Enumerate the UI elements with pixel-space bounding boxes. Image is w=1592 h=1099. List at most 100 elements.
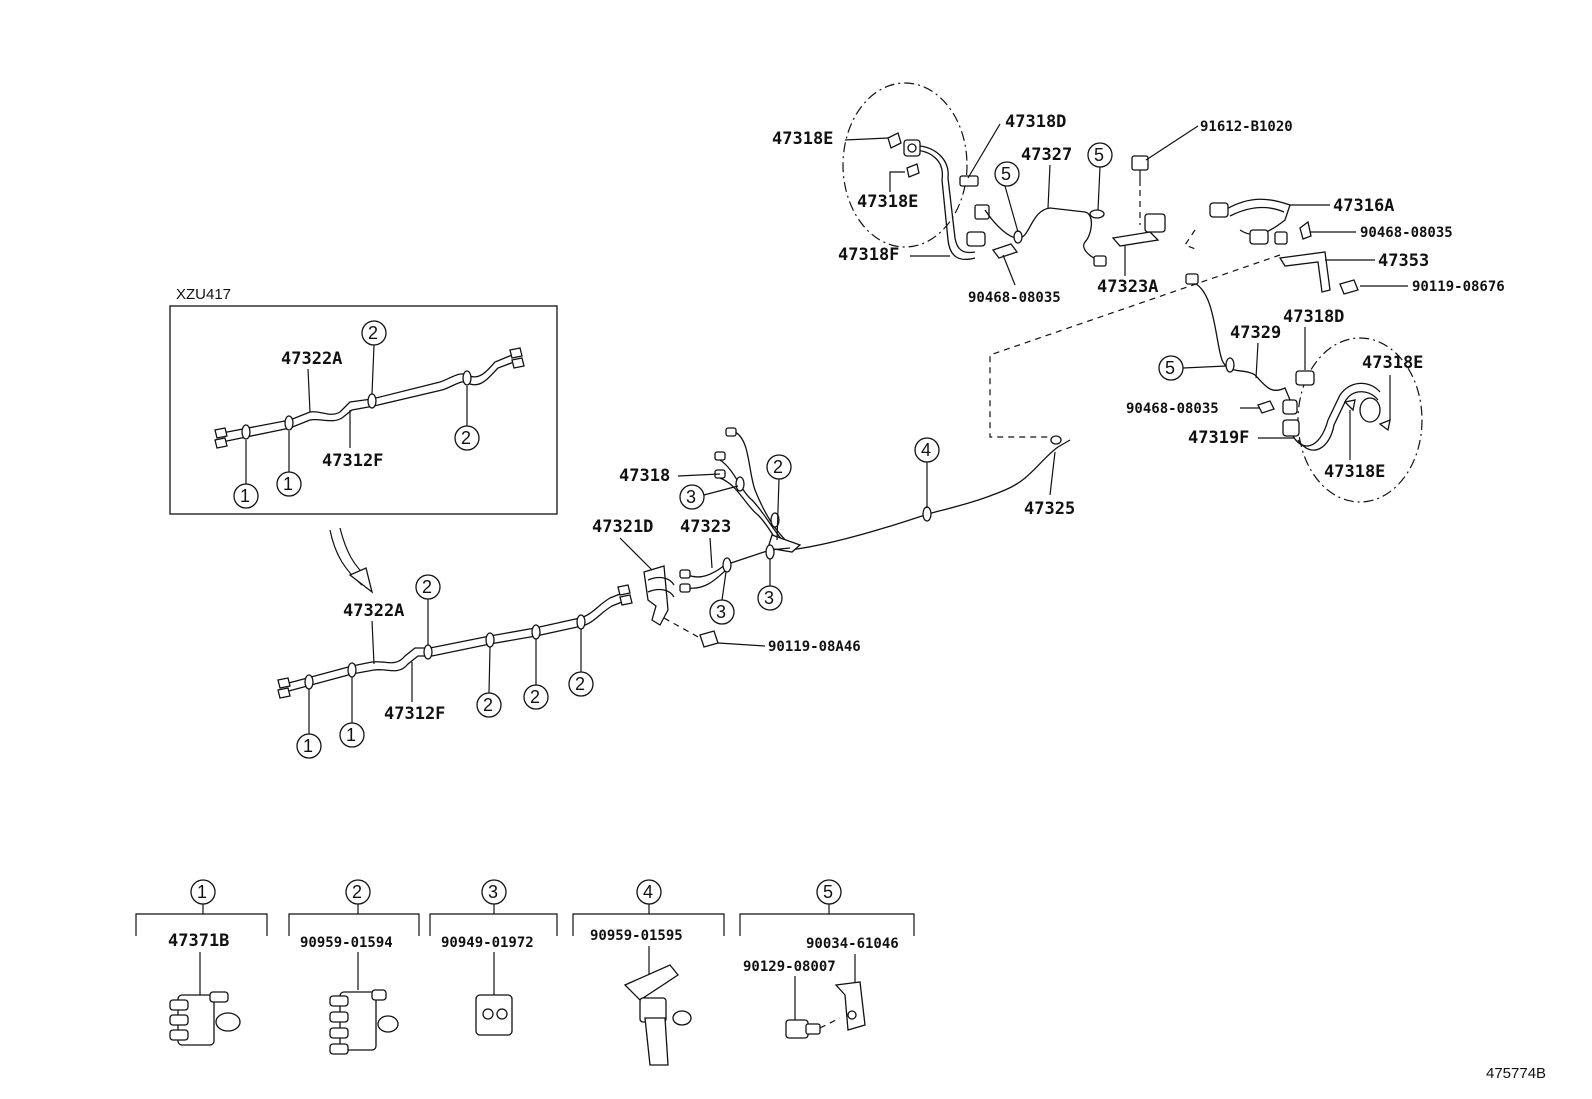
callout-2: 2: [483, 695, 493, 715]
inset-frame: [169, 305, 558, 515]
clip-90034-61046-icon: [834, 981, 866, 1031]
clamp-90959-01595-icon: [623, 964, 692, 1066]
label-47323A: 47323A: [1097, 277, 1158, 297]
label-47323: 47323: [680, 517, 731, 537]
legend-item-3: 3 90949-01972: [429, 879, 558, 1036]
label-47318E: 47318E: [1362, 353, 1423, 373]
junction-bracket: [767, 534, 802, 553]
label-47322A: 47322A: [281, 349, 342, 369]
legend-part-90949-01972: 90949-01972: [441, 935, 534, 951]
callout-1: 1: [303, 736, 313, 756]
bleeder-bolt-icon: [959, 175, 979, 187]
legend-part-90959-01595: 90959-01595: [590, 928, 683, 944]
clamp-90949-01972-icon: [475, 994, 513, 1036]
callout-5: 5: [1094, 145, 1104, 165]
label-47318: 47318: [619, 466, 670, 486]
bolt-90119-icon: [699, 630, 719, 648]
union-fitting: [1144, 213, 1166, 233]
detail-outline-left: [842, 82, 968, 248]
legend-part-90129-08007: 90129-08007: [743, 959, 836, 975]
legend-number-3: 3: [488, 882, 498, 902]
legend-item-2: 2 90959-01594: [288, 879, 420, 1055]
legend-number-5: 5: [823, 882, 833, 902]
pipe-47327-group: 47327 5 5: [984, 142, 1113, 267]
legend-part-90959-01594: 90959-01594: [300, 935, 393, 951]
hose-end-fitting: [966, 231, 986, 247]
legend-item-1: 1 47371B: [135, 879, 268, 1046]
label-47318F: 47318F: [838, 245, 899, 265]
brake-pipe-47325: [789, 439, 1071, 551]
label-47318D: 47318D: [1005, 112, 1066, 132]
legend-item-4: 4 90959-01595: [572, 879, 725, 1066]
label-47312F: 47312F: [322, 451, 383, 471]
label-47318E: 47318E: [772, 129, 833, 149]
callout-2: 2: [461, 428, 471, 448]
label-47325: 47325: [1024, 499, 1075, 519]
brake-pipe-47327: [984, 207, 1101, 261]
hose-47318F: [911, 149, 976, 261]
callout-2: 2: [422, 577, 432, 597]
label-47321D: 47321D: [592, 517, 653, 537]
clip-icon: [991, 243, 1019, 259]
callout-5: 5: [1165, 358, 1175, 378]
bracket-47323A: [1111, 231, 1160, 247]
clamp-90959-01594-icon: [329, 989, 399, 1055]
bolt-90119-icon: [1339, 279, 1359, 295]
bracket-47353: [1278, 251, 1331, 293]
legend-item-5: 5 90034-61046 90129-08007: [739, 879, 915, 1039]
callout-2: 2: [575, 674, 585, 694]
rear-hose-group: 47316A 90468-08035 47353 90119-08676 473…: [1126, 196, 1505, 503]
callout-3: 3: [716, 602, 726, 622]
bolt-90129-08007-icon: [785, 1019, 821, 1039]
bolt-91612-icon: [1131, 155, 1149, 171]
label-47319F: 47319F: [1188, 428, 1249, 448]
label-47312F: 47312F: [384, 704, 445, 724]
label-47322A: 47322A: [343, 601, 404, 621]
callout-2: 2: [368, 323, 378, 343]
bleeder-bolt-icon: [1295, 370, 1315, 386]
label-47318E: 47318E: [857, 192, 918, 212]
callout-1: 1: [240, 486, 250, 506]
hose-47316A: [1224, 198, 1291, 236]
label-47318E: 47318E: [1324, 462, 1385, 482]
clamp-47371B-icon: [169, 991, 241, 1046]
legend-number-4: 4: [643, 882, 653, 902]
label-90119-08A46: 90119-08A46: [768, 639, 861, 655]
label-47353: 47353: [1378, 251, 1429, 271]
inset-xzu417: XZU417 2 2 1 1 47322A 47312F: [169, 286, 558, 515]
legend-part-90034-61046: 90034-61046: [806, 936, 899, 952]
label-91612-B1020: 91612-B1020: [1200, 119, 1293, 135]
label-47318D: 47318D: [1283, 307, 1344, 327]
diagram-reference: 475774B: [1486, 1065, 1546, 1082]
legend-number-1: 1: [197, 882, 207, 902]
label-47329: 47329: [1230, 323, 1281, 343]
variant-label: XZU417: [176, 286, 231, 303]
brake-pipe-47323: [687, 547, 791, 578]
junction-group: 47318 3 2 47321D 47323 3 3 90119-08A46: [592, 427, 861, 655]
label-47316A: 47316A: [1333, 196, 1394, 216]
front-left-hose-group: 47318E 47318D 47318E 47318F 90468-08035: [772, 82, 1066, 306]
legend-number-2: 2: [352, 882, 362, 902]
label-47327: 47327: [1021, 145, 1072, 165]
legend-part-47371B: 47371B: [168, 931, 229, 951]
clip-icon: [1257, 400, 1275, 414]
inset-pipe-47312F: [221, 354, 513, 434]
legend-group: 1 47371B 2 90959-01594: [135, 879, 915, 1066]
callout-5: 5: [1001, 164, 1011, 184]
brake-pipe-47312F: [284, 591, 626, 685]
connection-dashed-line: [989, 254, 1281, 438]
label-90468-08035: 90468-08035: [968, 290, 1061, 306]
main-pipe-group: 47322A 2 47312F 2 2 2 1 1: [277, 574, 633, 759]
bracket-47323A-group: 91612-B1020 47323A: [1097, 119, 1293, 297]
callout-1: 1: [346, 725, 356, 745]
callout-2: 2: [530, 687, 540, 707]
gasket-icon: [887, 132, 902, 149]
callout-3: 3: [686, 487, 696, 507]
callout-3: 3: [764, 588, 774, 608]
label-90468-08035: 90468-08035: [1126, 401, 1219, 417]
brake-pipe-47329: [1191, 281, 1291, 401]
pipe-47325-group: 4 47325: [789, 435, 1075, 551]
callout-4: 4: [921, 440, 931, 460]
